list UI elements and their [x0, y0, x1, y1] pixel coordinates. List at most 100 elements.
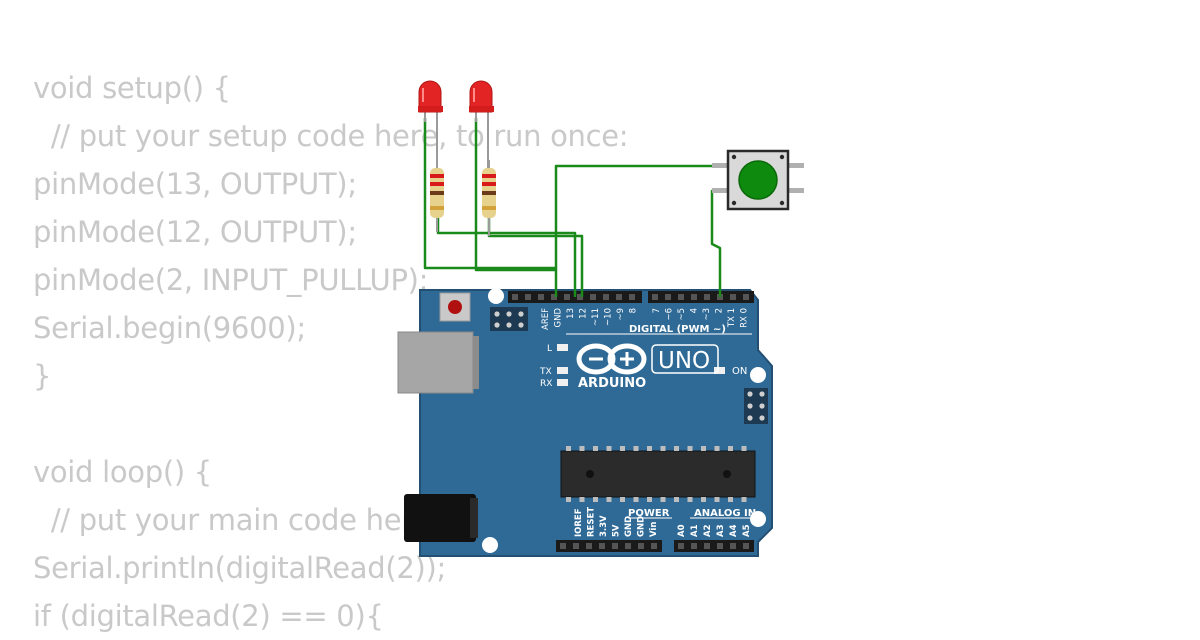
icsp-header-right: [744, 388, 768, 424]
board-brand: ARDUINO: [578, 376, 646, 391]
power-pin-label: GND: [624, 516, 634, 537]
code-line: void setup() {: [33, 71, 231, 105]
header-hole: [577, 294, 583, 300]
digital-pin-label: ~3: [702, 308, 712, 321]
tx-label: TX: [539, 367, 552, 377]
code-line: }: [33, 359, 52, 393]
power-pin-label: 5V: [612, 524, 622, 537]
header-hole: [612, 543, 618, 549]
code-editor-background: void setup() { // put your setup code he…: [33, 64, 702, 640]
wires[interactable]: [423, 118, 728, 297]
wire-button-pin2[interactable]: [710, 189, 728, 297]
digital-pin-label: ~11: [591, 308, 601, 326]
mounting-hole: [750, 511, 766, 527]
led-red-2[interactable]: [469, 80, 494, 168]
header-hole: [551, 294, 557, 300]
header-hole: [599, 543, 605, 549]
power-header: [556, 540, 662, 552]
code-line: pinMode(2, INPUT_PULLUP);: [33, 263, 429, 297]
button-cap[interactable]: [738, 160, 778, 200]
header-hole: [652, 294, 658, 300]
push-button[interactable]: [712, 149, 804, 211]
power-pin-label: GND: [637, 516, 647, 537]
header-hole: [743, 543, 749, 549]
digital-header-right: [648, 291, 754, 303]
power-pin-label: RESET: [587, 507, 597, 537]
digital-pin-label: 4: [690, 308, 700, 313]
rx-label: RX: [540, 379, 552, 389]
wire-led2-gnd[interactable]: [474, 118, 556, 272]
arduino-logo: [576, 343, 647, 375]
digital-pin-label: AREF: [541, 308, 551, 330]
resistor-2[interactable]: [482, 160, 496, 236]
header-hole: [717, 543, 723, 549]
power-label: POWER: [628, 508, 670, 519]
power-pin-label: Vin: [649, 522, 659, 537]
code-line: Serial.println(digitalRead(2));: [33, 551, 447, 585]
header-hole: [616, 294, 622, 300]
analog-pin-label: A4: [729, 524, 739, 537]
analog-pin-label: A1: [690, 524, 700, 537]
resistor-1[interactable]: [430, 160, 444, 232]
wire-resistor1-pin13[interactable]: [436, 218, 577, 297]
analog-header: [674, 540, 754, 552]
digital-pin-label: ~9: [616, 308, 626, 321]
header-hole: [651, 543, 657, 549]
header-hole: [629, 294, 635, 300]
code-line: if (digitalRead(2) == 0){: [33, 599, 384, 633]
wire-resistor2-pin12[interactable]: [487, 218, 584, 297]
wire-led1-gnd[interactable]: [423, 118, 558, 297]
atmega-chip: [560, 446, 756, 502]
code-line: // put your setup code here, to run once…: [33, 119, 629, 153]
digital-pin-label: 12: [579, 308, 589, 319]
header-hole: [678, 294, 684, 300]
digital-pin-label: ~6: [665, 308, 675, 321]
digital-pin-label: 7: [652, 308, 662, 313]
header-hole: [691, 543, 697, 549]
header-hole: [564, 294, 570, 300]
header-hole: [573, 543, 579, 549]
icsp-header: [490, 307, 528, 331]
board-model: UNO: [658, 348, 710, 374]
rx-led: [557, 379, 568, 386]
header-hole: [625, 543, 631, 549]
header-hole: [603, 294, 609, 300]
digital-pin-label: 2: [715, 308, 725, 313]
header-hole: [678, 543, 684, 549]
code-line: void loop() {: [33, 455, 212, 489]
header-hole: [730, 543, 736, 549]
analog-pin-label: A3: [716, 524, 726, 537]
mounting-hole: [482, 537, 498, 553]
analog-label: ANALOG IN: [694, 508, 756, 519]
header-hole: [560, 543, 566, 549]
digital-label: DIGITAL (PWM ~): [629, 324, 726, 335]
header-hole: [586, 543, 592, 549]
header-hole: [730, 294, 736, 300]
reset-button[interactable]: [439, 292, 471, 322]
header-hole: [538, 294, 544, 300]
header-hole: [704, 543, 710, 549]
code-line: Serial.begin(9600);: [33, 311, 306, 345]
dc-jack: [404, 494, 476, 542]
header-hole: [704, 294, 710, 300]
on-label: ON: [732, 366, 747, 377]
header-hole: [665, 294, 671, 300]
digital-pin-label: 8: [629, 308, 639, 313]
usb-port: [397, 331, 474, 394]
wire-button-gnd[interactable]: [554, 164, 728, 268]
power-pin-label: IOREF: [574, 508, 584, 537]
digital-pin-label: ~5: [677, 308, 687, 321]
on-led: [714, 367, 725, 374]
header-hole: [525, 294, 531, 300]
header-hole: [691, 294, 697, 300]
header-hole: [743, 294, 749, 300]
code-line: pinMode(12, OUTPUT);: [33, 215, 357, 249]
led-red-1[interactable]: [418, 80, 443, 168]
code-line: pinMode(13, OUTPUT);: [33, 167, 357, 201]
header-hole: [638, 543, 644, 549]
mounting-hole: [488, 288, 504, 304]
